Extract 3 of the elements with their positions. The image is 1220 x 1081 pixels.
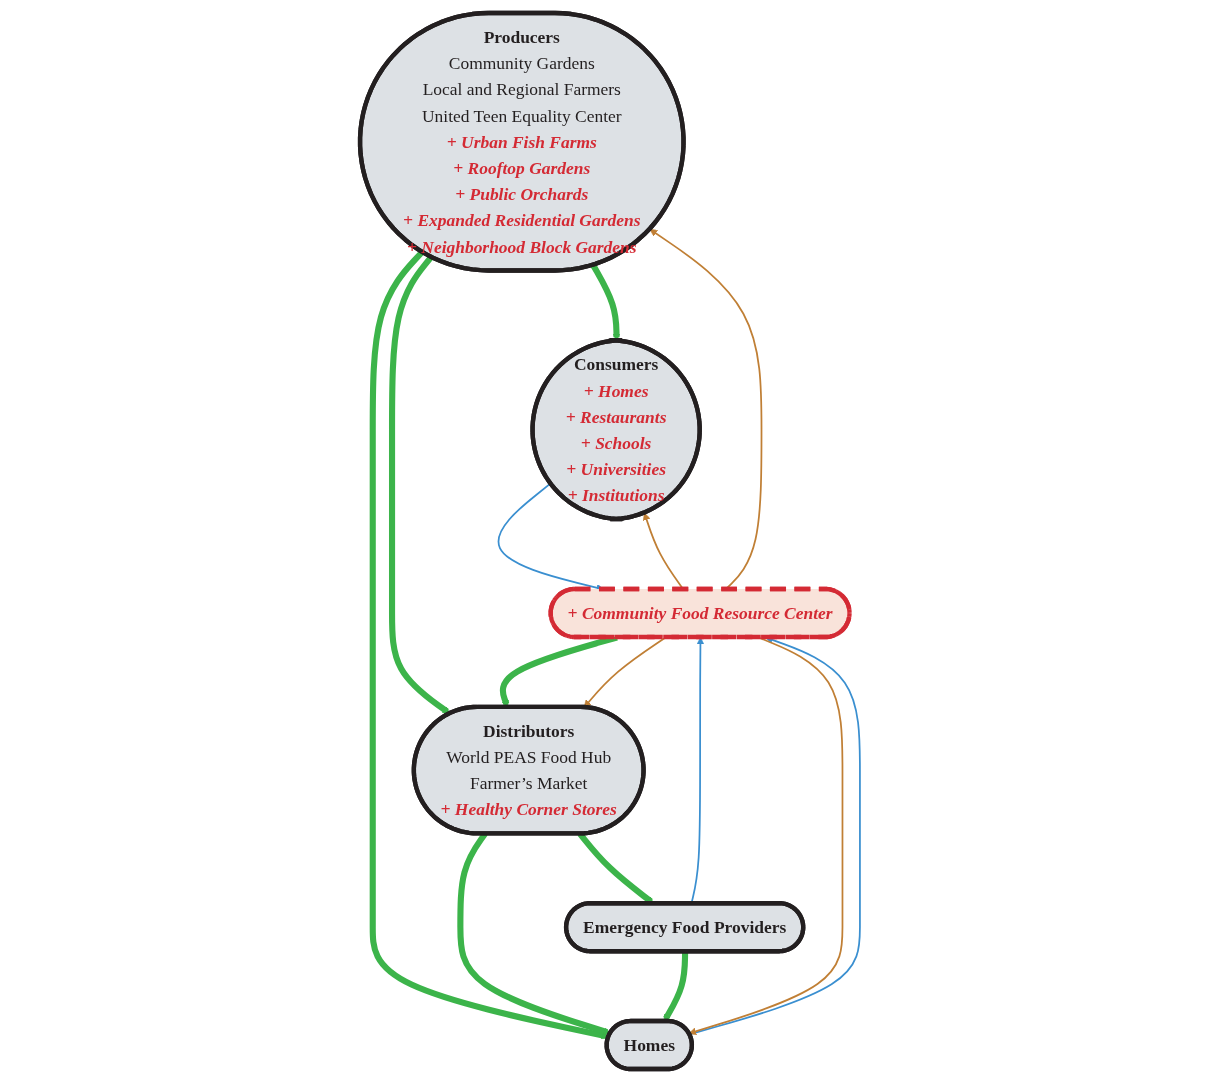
- arrow: [369, 249, 610, 1039]
- arrow: [590, 263, 621, 341]
- arrow: [663, 951, 689, 1022]
